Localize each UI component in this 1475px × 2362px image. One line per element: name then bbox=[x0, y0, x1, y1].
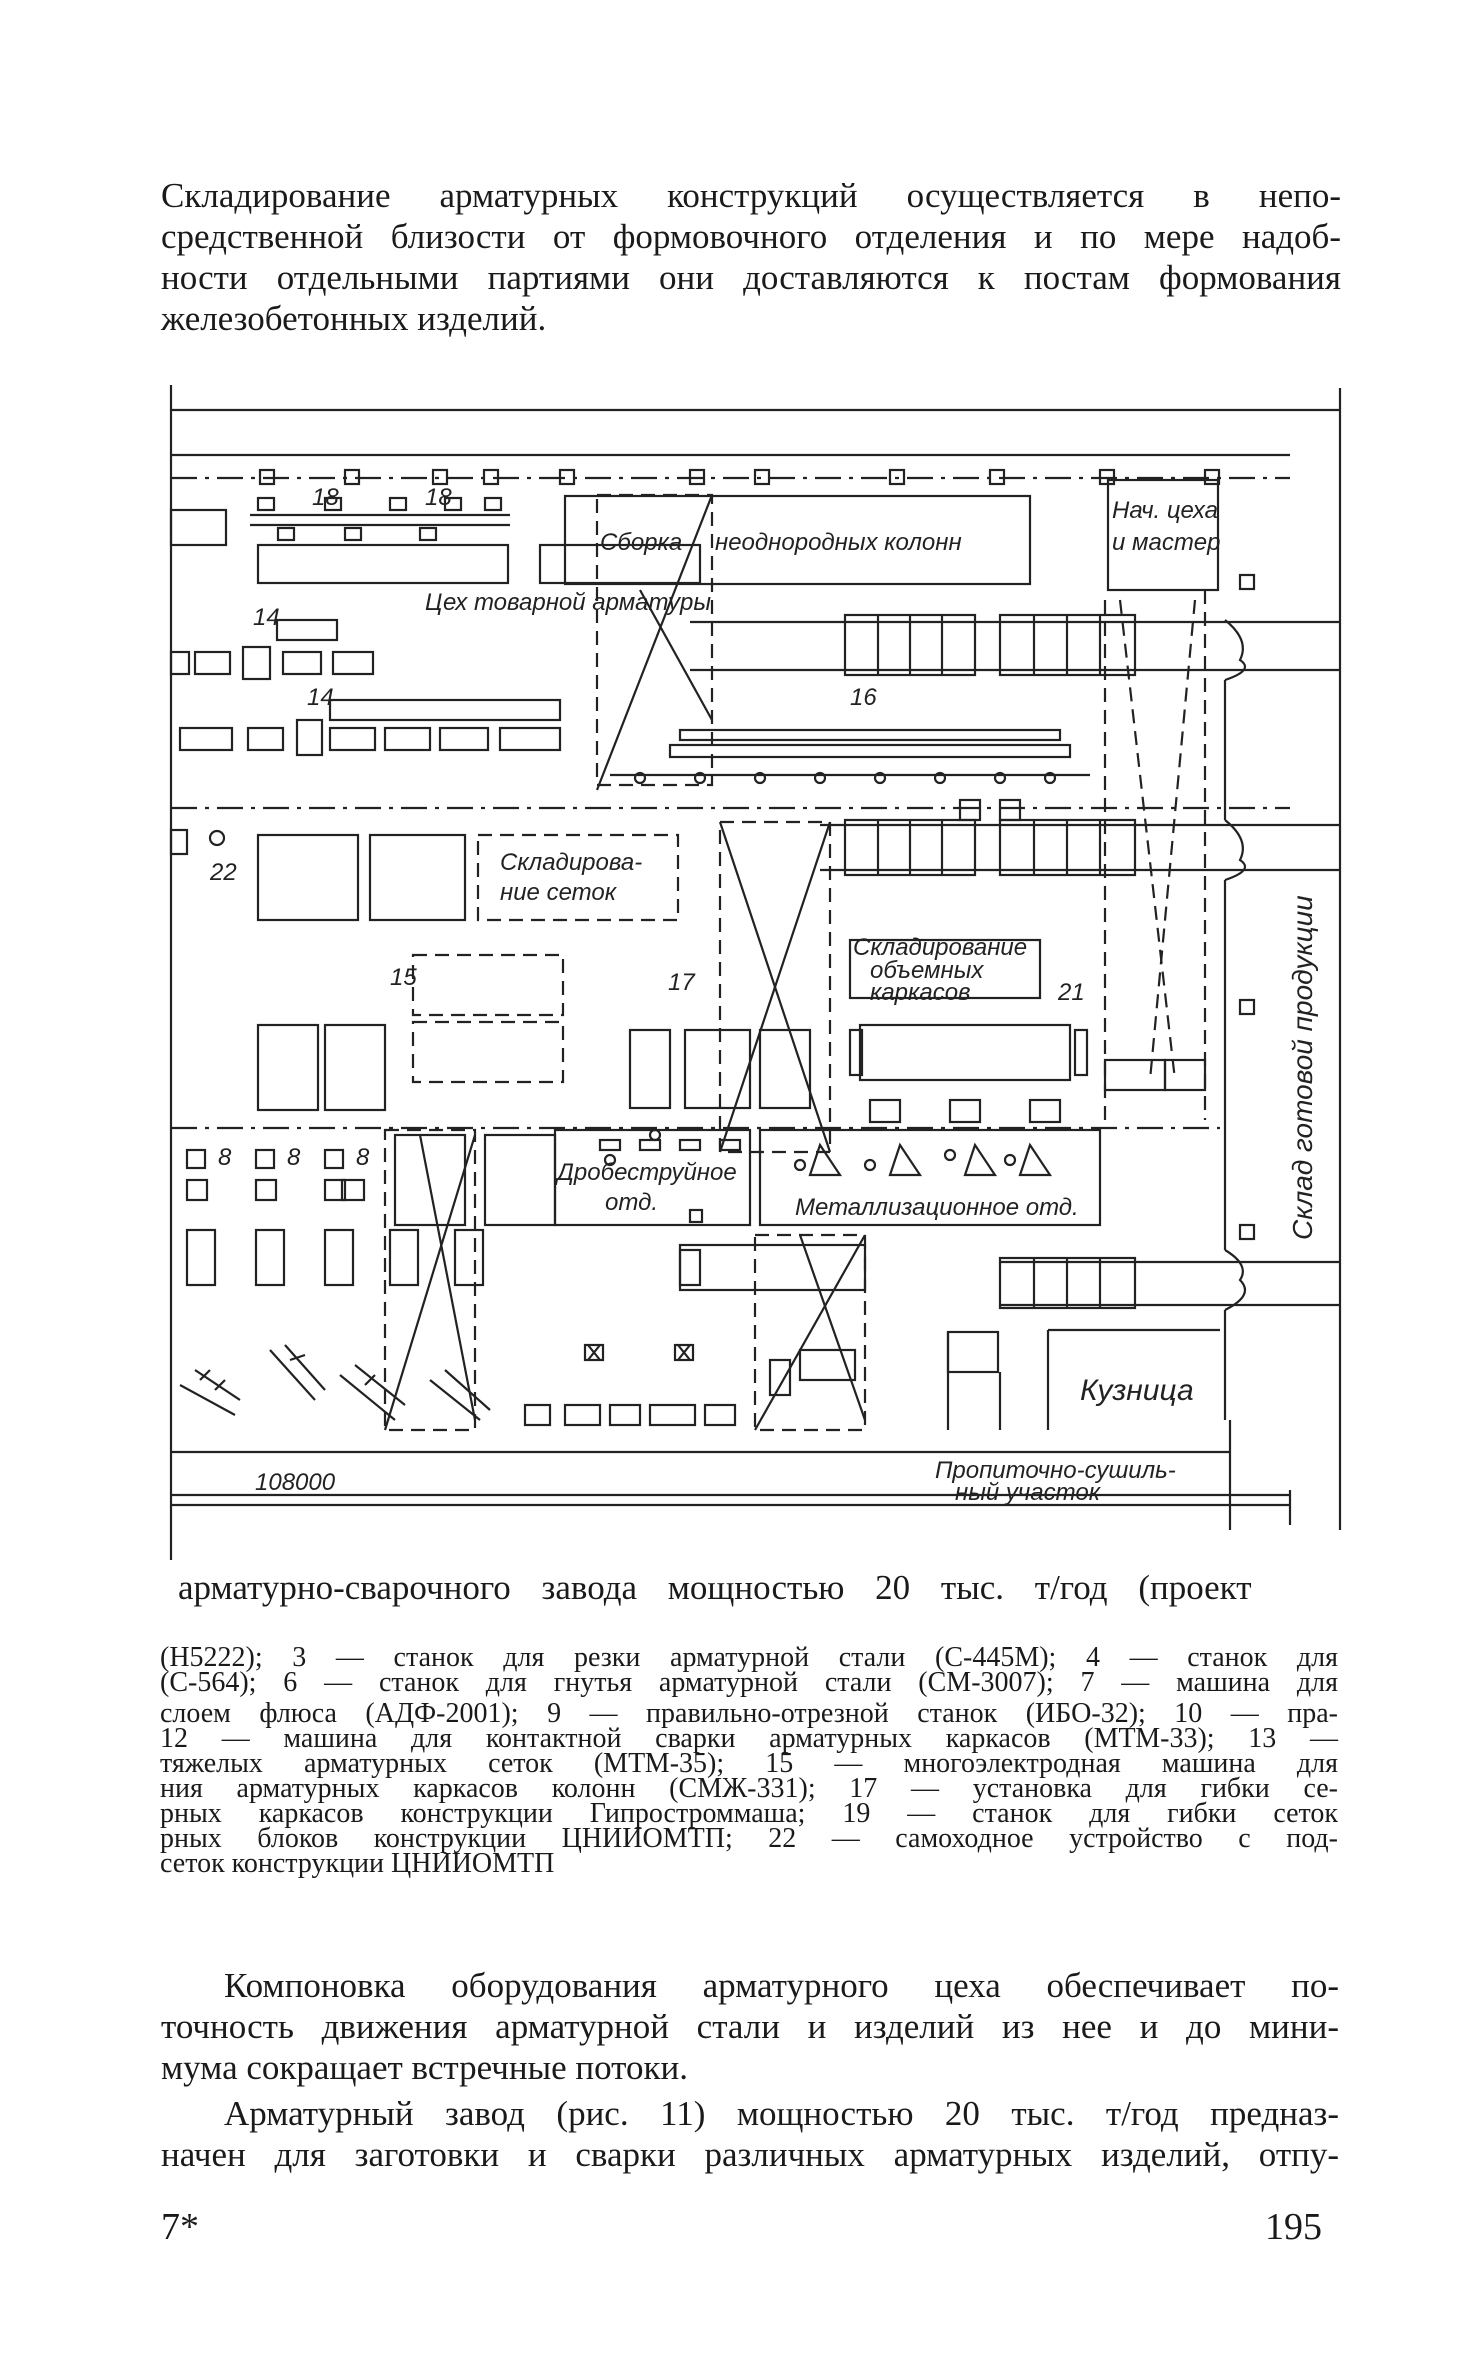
callout-15: 15 bbox=[390, 964, 417, 991]
figure-caption: (Н5222); 3 — станок для резки арматурной… bbox=[160, 1642, 1338, 1879]
paragraph-layout: Компоновка оборудования арматурного цеха… bbox=[161, 1965, 1339, 2088]
signature-mark: 7* bbox=[161, 2206, 199, 2248]
label-shot-blast-2: отд. bbox=[605, 1189, 658, 1216]
text-line: мума сокращает встречные потоки. bbox=[161, 2048, 688, 2087]
caption-line: рных каркасов конструкции Гипростроммаша… bbox=[160, 1798, 1338, 1829]
text-line: Компоновка оборудования арматурного цеха… bbox=[224, 1966, 1339, 2005]
callout-22: 22 bbox=[209, 859, 237, 886]
caption-line: тяжелых арматурных сеток (МТМ-35); 15 — … bbox=[160, 1748, 1338, 1779]
callout-8a: 8 bbox=[218, 1144, 232, 1171]
label-cage-storage-3: каркасов bbox=[870, 979, 971, 1006]
label-mesh-storage-2: ние сеток bbox=[500, 879, 618, 906]
text-line: Складирование арматурных конструкций осу… bbox=[161, 176, 1341, 215]
callout-17: 17 bbox=[668, 969, 696, 996]
callout-14b: 14 bbox=[307, 684, 334, 711]
callout-8c: 8 bbox=[356, 1144, 370, 1171]
label-shot-blast-1: Дробеструйное bbox=[554, 1159, 737, 1186]
callout-8b: 8 bbox=[287, 1144, 301, 1171]
caption-line: (С-564); 6 — станок для гнутья арматурно… bbox=[160, 1667, 1338, 1698]
label-forge: Кузница bbox=[1080, 1374, 1194, 1407]
callout-21: 21 bbox=[1057, 979, 1085, 1006]
callout-14a: 14 bbox=[253, 604, 280, 631]
label-column-assembly-b: неоднородных колонн bbox=[715, 529, 962, 556]
label-metallization: Металлизационное отд. bbox=[795, 1194, 1079, 1221]
label-impregnation-1: Пропиточно-сушиль- bbox=[935, 1457, 1176, 1484]
label-dimension: 108000 bbox=[255, 1469, 336, 1496]
label-mesh-storage-1: Складирова- bbox=[500, 849, 642, 876]
caption-line: рных блоков конструкции ЦНИИОМТП; 22 — с… bbox=[160, 1823, 1338, 1854]
caption-line: (Н5222); 3 — станок для резки арматурной… bbox=[160, 1642, 1338, 1673]
figure-caption-heading: арматурно-сварочного завода мощностью 20… bbox=[178, 1568, 1252, 1607]
callout-18b: 18 bbox=[425, 484, 452, 511]
text-line: ности отдельными партиями они доставляют… bbox=[161, 258, 1341, 297]
text-line: железобетонных изделий. bbox=[161, 299, 547, 338]
caption-line: 12 — машина для контактной сварки армату… bbox=[160, 1723, 1338, 1754]
label-warehouse: Склад готовой продукции bbox=[1287, 895, 1318, 1240]
text-line: Арматурный завод (рис. 11) мощностью 20 … bbox=[224, 2094, 1339, 2133]
label-column-assembly-a: Сборка bbox=[600, 529, 682, 556]
label-reinforcement-shop: Цех товарной арматуры bbox=[425, 589, 711, 616]
text-line: начен для заготовки и сварки различных а… bbox=[161, 2135, 1339, 2174]
paragraph-plant: Арматурный завод (рис. 11) мощностью 20 … bbox=[161, 2093, 1339, 2175]
top-paragraph: Складирование арматурных конструкций осу… bbox=[161, 175, 1341, 339]
label-cage-storage-2: объемных bbox=[870, 957, 984, 984]
label-office-2: и мастер bbox=[1112, 529, 1221, 556]
text-line: точность движения арматурной стали и изд… bbox=[161, 2007, 1339, 2046]
label-impregnation-2: ный участок bbox=[955, 1479, 1102, 1506]
page-number: 195 bbox=[1265, 2206, 1322, 2248]
caption-line: ния арматурных каркасов колонн (СМЖ-331)… bbox=[160, 1773, 1338, 1804]
callout-16: 16 bbox=[850, 684, 877, 711]
text-line: средственной близости от формовочного от… bbox=[161, 217, 1341, 256]
callout-18a: 18 bbox=[312, 484, 339, 511]
label-office-1: Нач. цеха bbox=[1112, 497, 1218, 524]
caption-line: сеток конструкции ЦНИИОМТП bbox=[160, 1848, 555, 1879]
caption-line: слоем флюса (АДФ-2001); 9 — правильно-от… bbox=[160, 1698, 1338, 1729]
label-cage-storage-1: Складирование bbox=[853, 934, 1027, 961]
